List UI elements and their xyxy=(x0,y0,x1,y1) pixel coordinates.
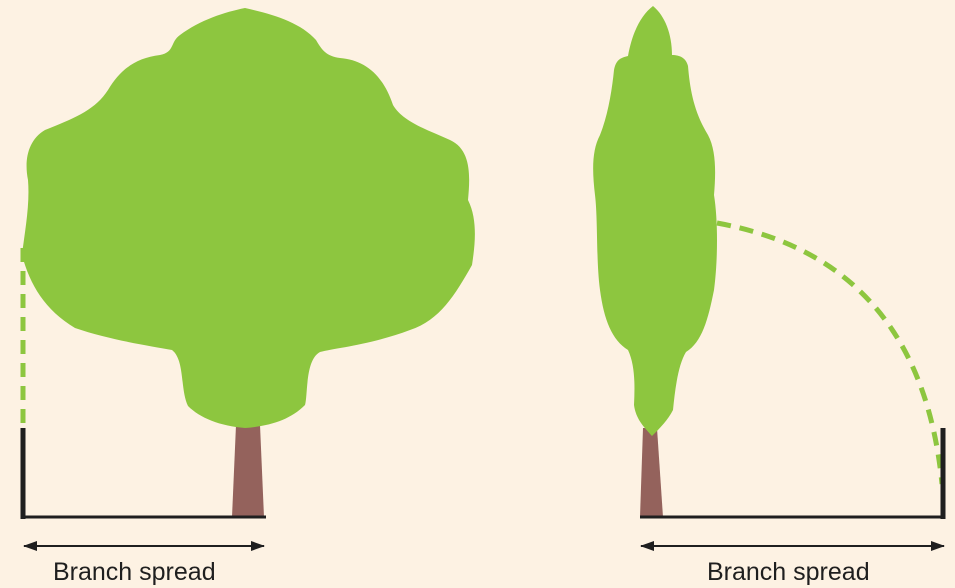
round-tree-group xyxy=(22,8,475,517)
branch-spread-label-right: Branch spread xyxy=(707,558,870,587)
round-tree-trunk xyxy=(232,425,264,517)
columnar-tree-group xyxy=(593,6,717,517)
columnar-tree-crown xyxy=(593,6,717,436)
round-tree-crown xyxy=(22,8,475,428)
columnar-tree-trunk xyxy=(640,428,663,517)
columnar-tree-dashed-guide xyxy=(717,223,942,484)
branch-spread-label-left: Branch spread xyxy=(53,558,216,587)
